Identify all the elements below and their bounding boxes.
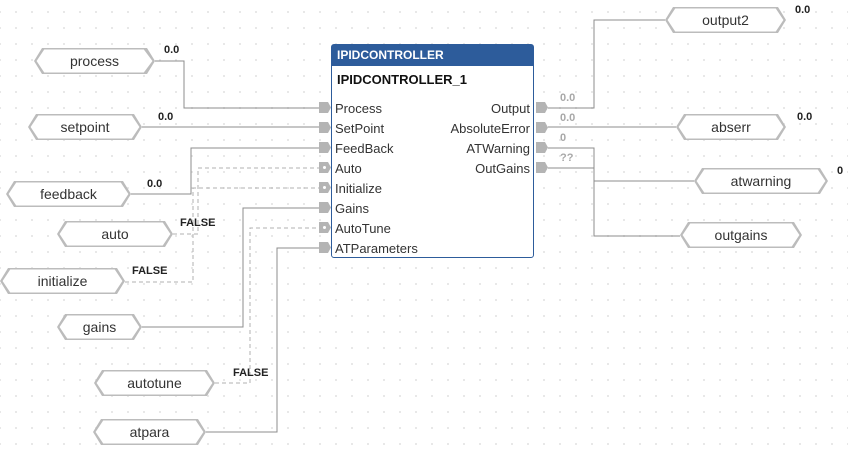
- port-out-absoluteerror[interactable]: [536, 122, 548, 133]
- atwarning-value: 0: [560, 132, 567, 144]
- value-autotune: FALSE: [233, 367, 269, 379]
- port-in-feedback[interactable]: [319, 142, 331, 153]
- port-in-auto[interactable]: [319, 162, 331, 173]
- input-var-autotune[interactable]: autotune: [94, 370, 215, 396]
- wire-atpara: [206, 247, 319, 433]
- pin-setpoint: SetPoint: [335, 121, 385, 136]
- outgains-value: ??: [560, 152, 574, 164]
- wire-initialize: [125, 187, 319, 283]
- value-feedback: 0.0: [147, 178, 163, 190]
- port-in-initialize[interactable]: [319, 182, 331, 193]
- wire-outgains: [548, 167, 680, 237]
- pin-gains: Gains: [335, 201, 369, 216]
- value-setpoint: 0.0: [158, 111, 174, 123]
- input-var-atpara[interactable]: atpara: [93, 419, 206, 445]
- wire-auto: [173, 167, 319, 235]
- input-var-initialize[interactable]: initialize: [0, 268, 125, 294]
- pin-feedback: FeedBack: [335, 141, 394, 156]
- pin-outgains: OutGains: [475, 161, 530, 176]
- input-var-setpoint[interactable]: setpoint: [28, 114, 142, 140]
- pin-auto: Auto: [335, 161, 362, 176]
- pin-absoluteerror: AbsoluteError: [450, 121, 530, 136]
- function-block[interactable]: IPIDCONTROLLER IPIDCONTROLLER_1 Process …: [331, 44, 534, 258]
- output-var-abserr[interactable]: abserr: [676, 114, 786, 140]
- pin-atwarning: ATWarning: [466, 141, 530, 156]
- pin-atparameters: ATParameters: [335, 241, 418, 256]
- port-in-setpoint[interactable]: [319, 122, 331, 133]
- wire-gains: [142, 207, 319, 328]
- output-value: 0.0: [560, 92, 576, 104]
- port-out-atwarning[interactable]: [536, 142, 548, 153]
- value-abserr: 0.0: [797, 111, 813, 123]
- input-var-process[interactable]: process: [34, 48, 155, 74]
- pin-output: Output: [490, 101, 530, 116]
- wire-feedback: [131, 147, 319, 195]
- port-in-autotune[interactable]: [319, 222, 331, 233]
- pin-initialize: Initialize: [335, 181, 382, 196]
- output-var-outgains[interactable]: outgains: [680, 222, 802, 248]
- wire-autotune: [215, 227, 319, 384]
- port-in-gains[interactable]: [319, 202, 331, 213]
- value-process: 0.0: [164, 44, 180, 56]
- input-var-feedback[interactable]: feedback: [6, 181, 131, 207]
- port-in-atparameters[interactable]: [319, 242, 331, 253]
- block-instance-name: IPIDCONTROLLER_1: [337, 72, 468, 87]
- wire-atwarning: [548, 147, 694, 182]
- port-in-process[interactable]: [319, 102, 331, 113]
- port-out-output[interactable]: [536, 102, 548, 113]
- wire-process: [155, 60, 319, 109]
- value-atwarning: 0: [837, 165, 844, 177]
- output-var-atwarning[interactable]: atwarning: [694, 168, 828, 194]
- input-var-gains[interactable]: gains: [57, 314, 142, 340]
- output-var-output2[interactable]: output2: [665, 7, 786, 33]
- value-initialize: FALSE: [132, 265, 168, 277]
- absoluteerror-value: 0.0: [560, 112, 576, 124]
- value-output2: 0.0: [795, 4, 811, 16]
- value-auto: FALSE: [180, 217, 216, 229]
- block-type-title: IPIDCONTROLLER: [332, 45, 533, 66]
- wire-output: [548, 19, 665, 109]
- pin-process: Process: [335, 101, 382, 116]
- port-out-outgains[interactable]: [536, 162, 548, 173]
- pin-autotune: AutoTune: [335, 221, 391, 236]
- input-var-auto[interactable]: auto: [57, 221, 173, 247]
